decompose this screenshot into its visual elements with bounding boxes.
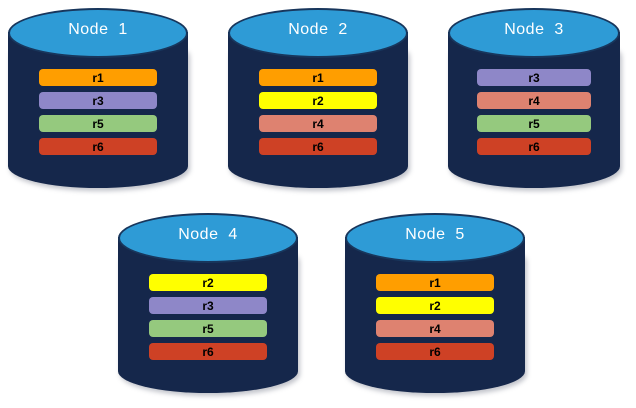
replica-bar: r6 xyxy=(38,138,158,155)
replica-bar: r6 xyxy=(477,138,591,155)
replica-bar: r3 xyxy=(477,69,591,86)
node-label: Node 1 xyxy=(68,21,128,38)
replica-bar: r3 xyxy=(38,92,158,109)
database-node-cylinder: Node 5 r1 r2 r4 r6 xyxy=(345,213,525,393)
replica-bar: r2 xyxy=(375,297,495,314)
cylinder-top-ellipse xyxy=(8,8,188,58)
database-node-cylinder: Node 4 r2 r3 r5 r6 xyxy=(118,213,298,393)
node-label: Node 3 xyxy=(504,21,564,38)
cylinder-body xyxy=(118,237,298,393)
cylinder-body xyxy=(345,237,525,393)
replica-bar: r5 xyxy=(38,115,158,132)
replica-bar: r1 xyxy=(38,69,158,86)
replica-list: r1 r2 r4 r6 xyxy=(345,274,525,366)
cylinder-top-ellipse xyxy=(448,8,620,58)
cylinder-top-ellipse xyxy=(228,8,408,58)
cylinder-body xyxy=(448,32,620,188)
replica-bar: r1 xyxy=(375,274,495,291)
replica-list: r2 r3 r5 r6 xyxy=(118,274,298,366)
cylinder-top-ellipse xyxy=(118,213,298,263)
replica-bar: r6 xyxy=(258,138,378,155)
node-label: Node 2 xyxy=(288,21,348,38)
replica-bar: r6 xyxy=(375,343,495,360)
replica-bar: r2 xyxy=(148,274,268,291)
replica-bar: r6 xyxy=(148,343,268,360)
database-node-cylinder: Node 1 r1 r3 r5 r6 xyxy=(8,8,188,188)
node-label: Node 5 xyxy=(405,226,465,243)
database-node-cylinder: Node 3 r3 r4 r5 r6 xyxy=(448,8,620,188)
node-label: Node 4 xyxy=(178,226,238,243)
replica-list: r1 r3 r5 r6 xyxy=(8,69,188,161)
replica-bar: r3 xyxy=(148,297,268,314)
database-node-cylinder: Node 2 r1 r2 r4 r6 xyxy=(228,8,408,188)
replica-bar: r2 xyxy=(258,92,378,109)
replica-list: r3 r4 r5 r6 xyxy=(448,69,620,161)
replica-bar: r4 xyxy=(375,320,495,337)
replica-bar: r5 xyxy=(477,115,591,132)
replica-bar: r5 xyxy=(148,320,268,337)
replica-bar: r4 xyxy=(477,92,591,109)
replica-bar: r4 xyxy=(258,115,378,132)
cylinder-top-ellipse xyxy=(345,213,525,263)
replica-list: r1 r2 r4 r6 xyxy=(228,69,408,161)
replica-bar: r1 xyxy=(258,69,378,86)
